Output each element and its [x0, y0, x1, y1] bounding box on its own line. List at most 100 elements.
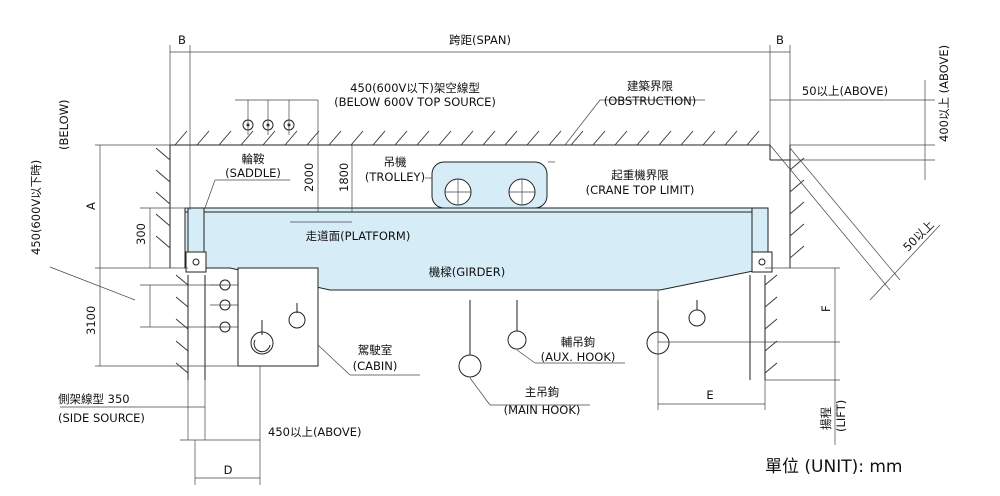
- trolley-cn-label: 吊機: [384, 155, 407, 169]
- hatch-line: [789, 223, 805, 237]
- dimension-lines: [49, 45, 941, 485]
- labels: 跨距(SPAN) B B 450(600V以下)架空線型 (BELOW 600V…: [29, 33, 951, 477]
- below-side-label: 450(600V以下時): [29, 160, 43, 255]
- saddle-cn-label: 輪鞍: [242, 152, 265, 166]
- hatch-line: [175, 296, 189, 308]
- above50-label: 50以上(ABOVE): [802, 84, 888, 98]
- girder: [184, 207, 773, 291]
- girder-label: 機樑(GIRDER): [429, 265, 505, 279]
- hatch-line: [570, 130, 584, 146]
- trolley-en-label: (TROLLEY): [365, 170, 425, 184]
- obstruction-en-label: (OBSTRUCTION): [604, 94, 697, 108]
- hatch-line: [350, 130, 364, 146]
- hatch-line: [746, 130, 760, 146]
- side-source-en-label: (SIDE SOURCE): [58, 411, 145, 425]
- hatch-line: [155, 213, 171, 227]
- main-hook-icon: [458, 300, 482, 378]
- platform-label: 走道面(PLATFORM): [306, 229, 411, 243]
- hatch-line: [592, 130, 606, 146]
- hatch-line: [548, 130, 562, 146]
- crane-top-cn-label: 起重機界限: [611, 168, 669, 182]
- hatch-line: [240, 130, 254, 146]
- aux-hook-cn-label: 輔吊鉤: [561, 335, 596, 349]
- hatch-line: [175, 274, 189, 286]
- hatch-line: [504, 130, 518, 146]
- hatch-line: [764, 274, 778, 286]
- hatch-line: [372, 130, 386, 146]
- cabin-en-label: (CABIN): [353, 359, 398, 373]
- left-wall: [155, 145, 171, 268]
- aux-hook-en-label: (AUX. HOOK): [541, 350, 616, 364]
- top-source-en-label: (BELOW 600V TOP SOURCE): [334, 95, 496, 109]
- hatch-line: [175, 340, 189, 352]
- hatch-line: [306, 130, 320, 146]
- right-aux-hook-icon: [688, 300, 706, 327]
- dim-1800-label: 1800: [337, 163, 351, 192]
- hatch-line: [155, 169, 171, 183]
- hatch-line: [764, 340, 778, 352]
- dim-d-label: D: [224, 463, 233, 477]
- hatch-line: [680, 130, 694, 146]
- main-hook-cn-label: 主吊鉤: [525, 385, 560, 399]
- hatch-line: [764, 296, 778, 308]
- hatch-line: [482, 130, 496, 146]
- obstruction-ceiling: [170, 130, 770, 146]
- hatch-line: [155, 191, 171, 205]
- hatch-line: [155, 147, 171, 161]
- span-label: 跨距(SPAN): [449, 33, 511, 47]
- hatch-line: [438, 130, 452, 146]
- lower-left-column: [175, 274, 206, 380]
- hatch-line: [262, 130, 276, 146]
- hatch-line: [416, 130, 430, 146]
- saddle-en-label: (SADDLE): [225, 166, 281, 180]
- side-source-cn-label: 側架線型 350: [58, 392, 130, 406]
- main-hook-en-label: (MAIN HOOK): [504, 403, 581, 417]
- hatch-line: [526, 130, 540, 146]
- dim-a-label: A: [84, 202, 98, 210]
- hatch-line: [702, 130, 716, 146]
- b-left-label: B: [178, 33, 186, 47]
- hatch-line: [724, 130, 738, 146]
- dim-e-label: E: [706, 388, 713, 402]
- hatch-line: [394, 130, 408, 146]
- hatch-line: [174, 130, 188, 146]
- hatch-line: [764, 318, 778, 330]
- hatch-line: [284, 130, 298, 146]
- hatch-line: [789, 179, 805, 193]
- hatch-line: [614, 130, 628, 146]
- hatch-line: [764, 362, 778, 374]
- hook-icons: [250, 300, 706, 378]
- aux-hook-icon: [507, 300, 527, 350]
- top-source-insulators: [235, 99, 318, 135]
- crane-top-en-label: (CRANE TOP LIMIT): [586, 183, 695, 197]
- top-source-cn-label: 450(600V以下)架空線型: [350, 81, 480, 95]
- hatch-line: [460, 130, 474, 146]
- hatch-line: [218, 130, 232, 146]
- trolley: [431, 161, 548, 209]
- obstruction-cn-label: 建築界限: [627, 79, 673, 93]
- dim-f-label: F: [819, 305, 833, 312]
- dim-3100-label: 3100: [84, 306, 98, 335]
- cabin-aux-hook-icon: [288, 303, 306, 329]
- cabin: [237, 267, 319, 367]
- lift-en-label: (LIFT): [834, 400, 848, 432]
- lift-cn-label: 揚程: [819, 407, 833, 430]
- hatch-line: [658, 130, 672, 146]
- below-paren-label: (BELOW): [57, 99, 71, 150]
- cabin-cn-label: 駕駛室: [358, 343, 393, 357]
- above400-label: 400以上 (ABOVE): [937, 45, 951, 142]
- hatch-line: [196, 130, 210, 146]
- unit-label: 單位 (UNIT): mm: [765, 457, 902, 477]
- hatch-line: [175, 362, 189, 374]
- dim-2000-label: 2000: [302, 163, 316, 192]
- b-right-label: B: [776, 33, 784, 47]
- right-wall: [769, 145, 805, 268]
- hatch-line: [636, 130, 650, 146]
- hatch-line: [328, 130, 342, 146]
- above450-label: 450以上(ABOVE): [268, 425, 361, 439]
- hatch-line: [175, 318, 189, 330]
- dim-300-label: 300: [134, 223, 148, 245]
- hatch-line: [155, 235, 171, 249]
- hatch-line: [789, 245, 805, 259]
